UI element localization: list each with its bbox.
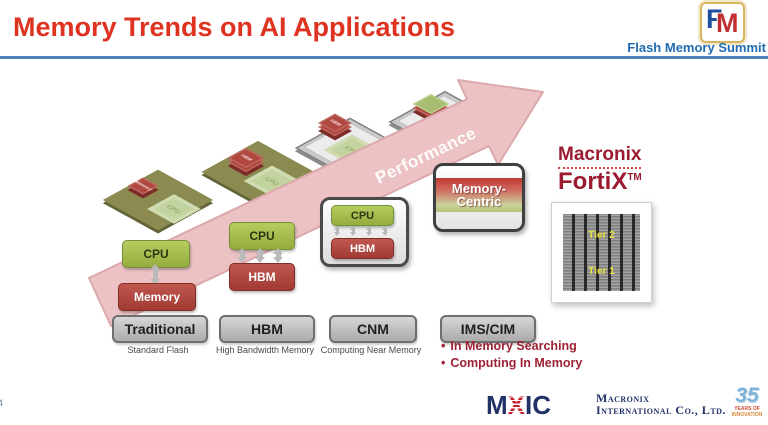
caption-computing-near-memory: Computing Near Memory bbox=[320, 345, 422, 355]
ims-cim-bullet-list: In Memory Searching Computing In Memory bbox=[441, 338, 582, 372]
cpu-box-cnm: CPU bbox=[331, 205, 394, 226]
fms-wordmark: Flash Memory Summit bbox=[627, 40, 766, 55]
memory-box-traditional: Memory bbox=[118, 283, 196, 311]
category-label-traditional: Traditional bbox=[112, 315, 208, 343]
category-label-cnm: CNM bbox=[329, 315, 417, 343]
cpu-box-hbm: CPU bbox=[229, 222, 295, 250]
mxic-letter-x: X bbox=[507, 390, 526, 420]
fortix-trademark: TM bbox=[627, 172, 642, 183]
company-name-line2: International Co., Ltd. bbox=[596, 403, 726, 417]
tag-label: IMS/CIM bbox=[460, 321, 516, 337]
page-title: Memory Trends on AI Applications bbox=[13, 12, 456, 42]
cpu-box-label: CPU bbox=[143, 247, 169, 261]
caption-standard-flash: Standard Flash bbox=[127, 345, 189, 355]
bullet-item: Computing In Memory bbox=[441, 355, 582, 372]
updown-arrow-icon bbox=[366, 226, 373, 236]
cpu-box-label: CPU bbox=[249, 229, 275, 243]
anniversary-number: 35 bbox=[735, 384, 759, 407]
mxic-letters-ic: IC bbox=[525, 390, 552, 420]
hbm-box: HBM bbox=[229, 263, 295, 291]
company-name-line1: Macronix bbox=[596, 391, 650, 405]
updown-arrow-icon bbox=[150, 264, 161, 285]
cnm-package-box: CPU HBM bbox=[320, 197, 409, 267]
page-number: 4 bbox=[0, 398, 4, 408]
tag-label: CNM bbox=[357, 321, 389, 337]
tag-label: Traditional bbox=[124, 321, 196, 337]
hbm-box-label: HBM bbox=[248, 270, 276, 284]
cpu-box-label: CPU bbox=[350, 209, 375, 222]
flash-memory-summit-icon: F M bbox=[700, 2, 745, 43]
memory-centric-label: Centric bbox=[456, 194, 502, 209]
fortix-product-name: FortiX bbox=[558, 168, 628, 195]
bullet-item: In Memory Searching bbox=[441, 338, 582, 355]
updown-arrow-icon bbox=[255, 248, 266, 263]
fms-letter-f: F bbox=[706, 4, 723, 34]
cpu-box-traditional: CPU bbox=[122, 240, 190, 268]
tag-label: HBM bbox=[251, 321, 283, 337]
company-name: Macronix International Co., Ltd. bbox=[596, 392, 726, 416]
updown-arrow-icon bbox=[237, 248, 248, 263]
mxic-logo: MXIC bbox=[486, 390, 551, 421]
hbm-box-cnm: HBM bbox=[331, 238, 394, 259]
fortix-brand: Macronix bbox=[558, 144, 642, 169]
updown-arrow-icon bbox=[334, 226, 341, 236]
updown-arrow-icon bbox=[350, 226, 357, 236]
fortix-die-photo: Tier 2 Tier 1 bbox=[551, 202, 652, 303]
anniversary-innovation: INNOVATION bbox=[731, 412, 763, 418]
memory-centric-band: Memory- Centric bbox=[436, 178, 522, 212]
memory-box-label: Memory bbox=[133, 290, 180, 304]
fortix-product: FortiXTM bbox=[558, 168, 642, 196]
tier1-label: Tier 1 bbox=[588, 266, 615, 277]
category-label-hbm: HBM bbox=[219, 315, 315, 343]
caption-high-bandwidth-memory: High Bandwidth Memory bbox=[215, 345, 315, 355]
updown-arrow-icon bbox=[382, 226, 389, 236]
memory-centric-box: Memory- Centric bbox=[433, 163, 525, 232]
updown-arrow-icon bbox=[273, 248, 284, 263]
hbm-box-label: HBM bbox=[349, 242, 376, 255]
anniversary-years-of: YEARS OF bbox=[734, 406, 760, 412]
title-rule bbox=[0, 56, 768, 59]
tier2-label: Tier 2 bbox=[588, 230, 615, 241]
fms-letter-m: M bbox=[716, 8, 739, 38]
mxic-letter-m: M bbox=[486, 390, 508, 420]
die-micrograph: Tier 2 Tier 1 bbox=[563, 214, 640, 291]
anniversary-logo: 35 YEARS OF INNOVATION bbox=[726, 384, 768, 418]
memory-centric-label: Memory- bbox=[451, 181, 507, 196]
